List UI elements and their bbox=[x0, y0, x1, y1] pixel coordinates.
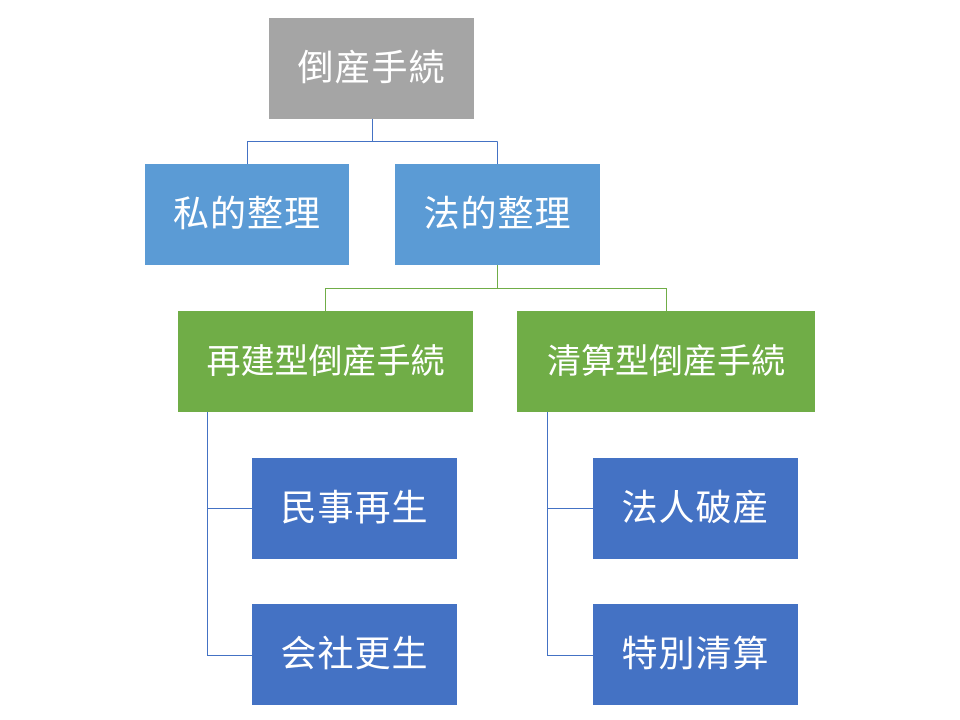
node-liquid: 清算型倒産手続 bbox=[517, 311, 815, 412]
node-corp-reorg: 会社更生 bbox=[252, 604, 457, 705]
liquid-connectors bbox=[547, 412, 593, 656]
rehab-connectors bbox=[207, 412, 252, 656]
node-special-liq: 特別清算 bbox=[593, 604, 798, 705]
legal-connectors bbox=[325, 265, 667, 311]
node-bankruptcy-label: 法人破産 bbox=[621, 487, 770, 529]
root-connectors bbox=[247, 119, 498, 164]
node-private: 私的整理 bbox=[145, 164, 349, 265]
node-private-label: 私的整理 bbox=[172, 193, 321, 235]
node-liquid-label: 清算型倒産手続 bbox=[547, 341, 785, 382]
node-civil-rehab: 民事再生 bbox=[252, 458, 457, 559]
node-special-liq-label: 特別清算 bbox=[621, 633, 770, 675]
node-civil-rehab-label: 民事再生 bbox=[280, 487, 429, 529]
node-legal-label: 法的整理 bbox=[423, 193, 572, 235]
node-legal: 法的整理 bbox=[395, 164, 600, 265]
node-bankruptcy: 法人破産 bbox=[593, 458, 798, 559]
node-rehab-label: 再建型倒産手続 bbox=[206, 341, 445, 382]
node-root-label: 倒産手続 bbox=[297, 47, 446, 89]
node-corp-reorg-label: 会社更生 bbox=[280, 633, 429, 675]
node-root: 倒産手続 bbox=[269, 18, 474, 119]
node-rehab: 再建型倒産手続 bbox=[178, 311, 473, 412]
